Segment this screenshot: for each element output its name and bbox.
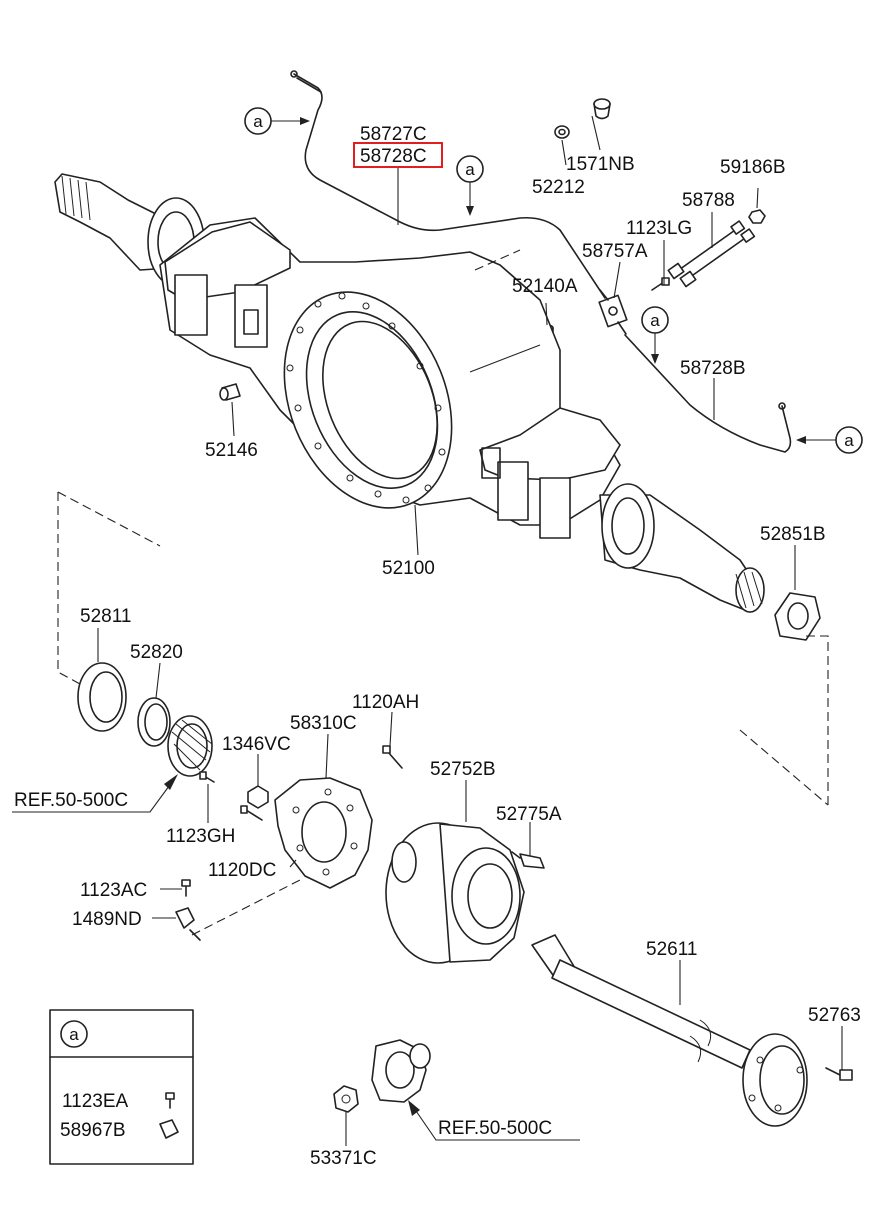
callout-letter: a xyxy=(253,112,263,131)
brake-line-58728b xyxy=(624,334,792,453)
label-59186b: 59186B xyxy=(720,157,786,178)
label-1120ah: 1120AH xyxy=(352,692,419,713)
legend-bolt-icon xyxy=(165,1092,175,1109)
vent-cap-1571nb xyxy=(593,98,611,120)
flange-ref xyxy=(371,1039,431,1103)
callout-letter: a xyxy=(650,311,660,330)
label-52611: 52611 xyxy=(646,939,697,960)
label-ref-1: REF.50-500C xyxy=(14,790,128,811)
alignment-lines xyxy=(57,491,829,936)
callout-a-2: a xyxy=(456,155,484,216)
nut-53371c xyxy=(333,1085,359,1113)
oil-seal-52811 xyxy=(77,662,127,732)
axle-housing-52100 xyxy=(54,173,765,613)
callout-letter: a xyxy=(844,431,854,450)
ring-52820 xyxy=(137,697,171,747)
label-52212: 52212 xyxy=(532,177,585,198)
bolt-1120ah xyxy=(382,745,403,769)
three-way-connector-58757a xyxy=(598,289,628,335)
plug-52146 xyxy=(219,383,241,401)
hose-58788 xyxy=(667,220,756,288)
flange-bolt-holes xyxy=(286,292,446,504)
label-1123lg: 1123LG xyxy=(626,218,692,239)
callout-a-4: a xyxy=(796,426,863,454)
label-58727c: 58727C xyxy=(360,124,427,145)
label-52140a: 52140A xyxy=(512,276,578,297)
part-labels: 58727C 58728C 1571NB 52212 59186B 58788 … xyxy=(14,124,861,1169)
legend-callout-letter: a xyxy=(69,1025,79,1044)
label-53371c: 53371C xyxy=(310,1148,377,1169)
label-52851b: 52851B xyxy=(760,524,826,545)
ref-arrow-2 xyxy=(408,1100,580,1141)
label-52146: 52146 xyxy=(205,440,258,461)
label-52775a: 52775A xyxy=(496,804,562,825)
highlight-box xyxy=(353,142,443,168)
bolt-52763 xyxy=(825,1067,853,1081)
label-1120dc: 1120DC xyxy=(208,860,276,881)
label-52811: 52811 xyxy=(80,606,131,627)
label-58788: 58788 xyxy=(682,190,735,211)
label-52820: 52820 xyxy=(130,642,183,663)
label-ref-2: REF.50-500C xyxy=(438,1118,552,1139)
nut-1346vc xyxy=(247,785,269,809)
stud-52775a xyxy=(511,851,545,869)
label-52763: 52763 xyxy=(808,1005,861,1026)
clip-1489nd xyxy=(175,907,201,941)
label-1123gh: 1123GH xyxy=(166,826,235,847)
label-58728c: 58728C xyxy=(360,146,427,167)
nut-59186b xyxy=(748,209,766,224)
label-1123ac: 1123AC xyxy=(80,880,147,901)
bolt-1120dc xyxy=(240,805,263,821)
legend-box: a xyxy=(49,1009,194,1165)
label-58967b: 58967B xyxy=(60,1120,126,1141)
ref-arrow-1 xyxy=(12,774,178,813)
gasket-52212 xyxy=(554,125,570,139)
label-52100: 52100 xyxy=(382,558,435,579)
callout-a-3: a xyxy=(641,306,669,364)
bearing-ref xyxy=(167,715,213,777)
label-58310c: 58310C xyxy=(290,713,357,734)
bolt-1123gh xyxy=(199,771,215,783)
callout-letter: a xyxy=(465,160,475,179)
label-52752b: 52752B xyxy=(430,759,496,780)
label-1123ea: 1123EA xyxy=(62,1091,129,1112)
label-1489nd: 1489ND xyxy=(72,909,142,930)
brake-line-58728c xyxy=(290,70,606,299)
legend-clip-icon xyxy=(159,1119,179,1139)
nut-52851b xyxy=(774,592,821,641)
label-1346vc: 1346VC xyxy=(222,734,291,755)
label-1571nb: 1571NB xyxy=(566,154,635,175)
hub-52752b xyxy=(385,822,525,964)
axle-shaft-52611 xyxy=(531,934,808,1127)
label-58728b: 58728B xyxy=(680,358,746,379)
bolt-1123lg xyxy=(651,277,670,291)
brake-anchor-58310c xyxy=(274,777,373,889)
label-58757a: 58757A xyxy=(582,241,648,262)
bolt-1123ac xyxy=(181,879,191,897)
callout-a-1: a xyxy=(244,107,310,135)
